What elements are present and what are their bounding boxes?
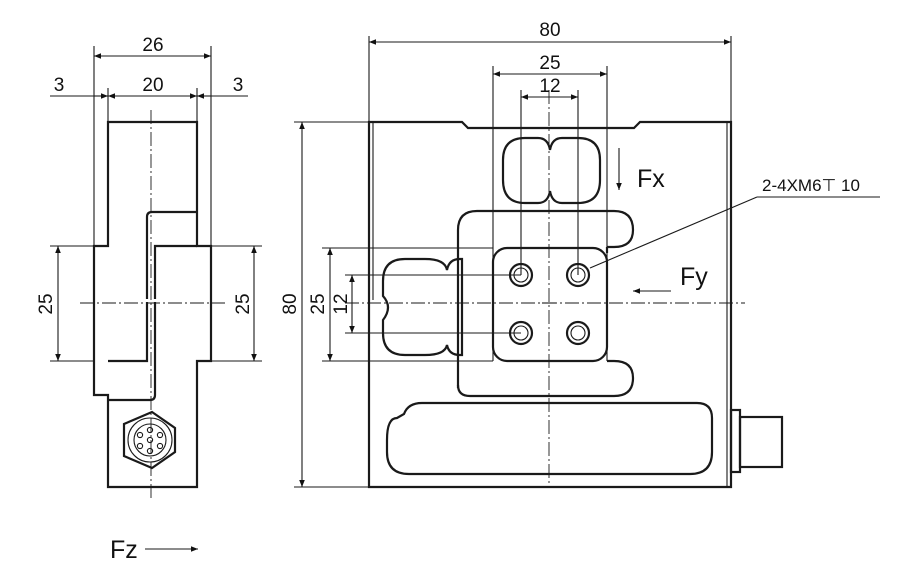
side-view: 26 20 3 3 25 25 Fz (36, 35, 262, 564)
dim-front-hole-span-inner: 12 (539, 76, 560, 97)
lower-flexure (456, 359, 635, 398)
front-view-body (367, 120, 733, 489)
mounting-block (491, 246, 609, 363)
dim-side-inner-width: 20 (142, 75, 163, 96)
front-view: 80 25 12 80 25 12 Fx Fy 2-4XM6⊤ 10 (280, 20, 880, 489)
upper-flexure (456, 209, 635, 388)
dim-side-left-height: 25 (36, 293, 57, 314)
connector-flange (729, 408, 742, 474)
side-view-body (92, 120, 213, 489)
force-z-label: Fz (110, 536, 138, 564)
connector-icon (122, 410, 177, 470)
callout-leader (589, 196, 758, 269)
connector-body (738, 415, 784, 469)
dim-side-right-height: 25 (233, 293, 254, 314)
dim-front-overall-width: 80 (539, 20, 560, 41)
force-y-label: Fy (680, 263, 708, 291)
dim-side-right-offset: 3 (233, 75, 244, 96)
hole-icon (570, 325, 586, 341)
dim-front-overall-height: 80 (280, 293, 301, 314)
dim-front-vert-outer: 25 (308, 293, 329, 314)
mounting-holes (508, 262, 591, 346)
left-slot (381, 257, 464, 357)
top-slot (501, 136, 602, 205)
side-view-slot (108, 210, 197, 402)
thread-callout: 2-4XM6⊤ 10 (762, 176, 860, 195)
dim-side-overall-width: 26 (142, 35, 163, 56)
dim-side-left-offset: 3 (54, 75, 65, 96)
dim-front-hole-span-outer: 25 (539, 53, 560, 74)
force-x-label: Fx (637, 165, 665, 193)
dim-front-vert-inner: 12 (331, 293, 352, 314)
bottom-slot (385, 401, 714, 476)
